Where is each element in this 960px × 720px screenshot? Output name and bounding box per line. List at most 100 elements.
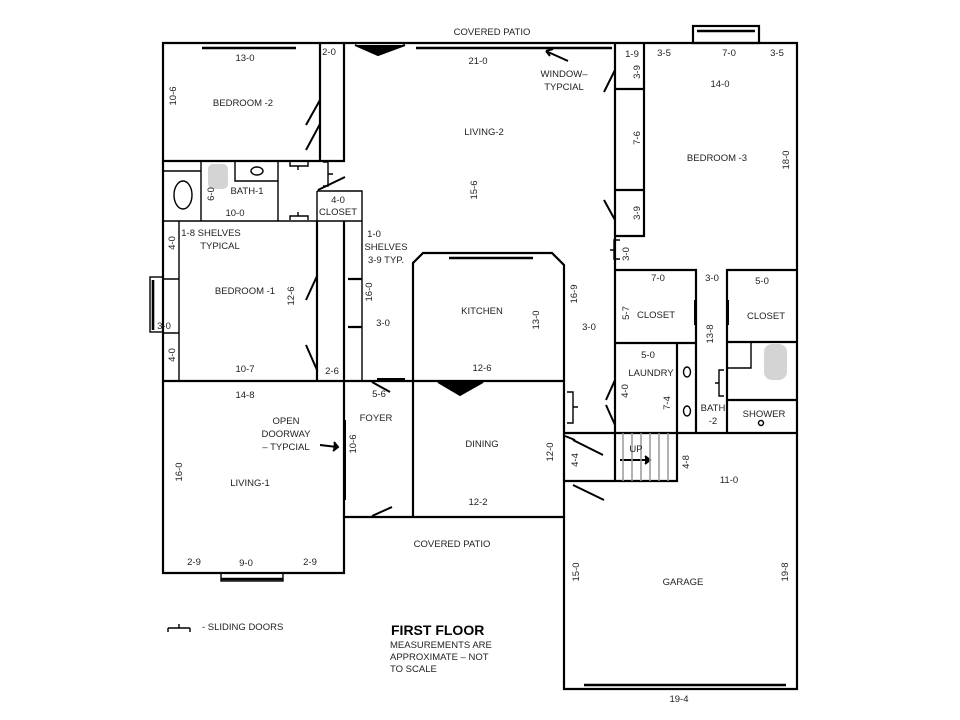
open-doorway-note: OPEN xyxy=(273,416,300,427)
dim: 18-0 xyxy=(781,150,792,169)
fixtures xyxy=(173,164,787,481)
room-garage: GARAGE xyxy=(663,577,704,588)
open-doorway-note-2: DOORWAY xyxy=(262,429,312,440)
dim: 5-0 xyxy=(755,276,769,287)
room-closet-b: CLOSET xyxy=(747,311,785,322)
room-dining: DINING xyxy=(465,439,498,450)
dim: 10-7 xyxy=(235,364,254,375)
sink-icon xyxy=(250,166,264,176)
dimensions-vertical: 10-6 15-6 3-9 7-6 3-9 3-0 18-0 6-0 4-0 4… xyxy=(167,65,792,581)
toilet-icon xyxy=(208,164,228,189)
room-living-1: LIVING-1 xyxy=(230,478,270,489)
dim: 10-6 xyxy=(168,86,179,105)
note-line-2: APPROXIMATE – NOT xyxy=(390,652,489,663)
dim: 3-0 xyxy=(582,322,596,333)
shower-drain-icon xyxy=(757,419,765,427)
dim: 13-0 xyxy=(235,53,254,64)
dim: 4-4 xyxy=(570,453,581,467)
dim: 6-0 xyxy=(206,187,217,201)
shelves-b-note: 1-0 xyxy=(367,229,381,240)
dim: 10-0 xyxy=(225,208,244,219)
room-kitchen: KITCHEN xyxy=(461,306,503,317)
dim: 3-0 xyxy=(376,318,390,329)
room-foyer: FOYER xyxy=(360,413,393,424)
room-bedroom-2: BEDROOM -2 xyxy=(213,98,273,109)
dim: 5-7 xyxy=(621,306,632,320)
dim: 3-9 xyxy=(632,206,643,220)
dryer-icon xyxy=(682,405,692,417)
room-bedroom-1: BEDROOM -1 xyxy=(215,286,275,297)
dim: 7-0 xyxy=(722,48,736,59)
room-shower: SHOWER xyxy=(743,409,786,420)
dim: 7-0 xyxy=(651,273,665,284)
dim: 4-0 xyxy=(167,236,178,250)
shelves-b-note-2: SHELVES xyxy=(364,242,407,253)
room-closet-a: CLOSET xyxy=(637,310,675,321)
stairs-up-label: UP xyxy=(629,444,642,455)
dim: 5-0 xyxy=(641,350,655,361)
dim: 11-0 xyxy=(720,475,738,486)
dim: 9-0 xyxy=(239,558,253,569)
dim: 21-0 xyxy=(468,56,487,67)
dim: 4-8 xyxy=(681,455,692,469)
dim: 3-0 xyxy=(157,321,171,332)
covered-patio-top: COVERED PATIO xyxy=(454,27,531,38)
dim: 3-5 xyxy=(770,48,784,59)
shelves-note-2: TYPICAL xyxy=(200,241,240,252)
room-bath-2-num: -2 xyxy=(709,416,717,427)
dim: 12-6 xyxy=(286,286,297,305)
dim: 13-0 xyxy=(531,310,542,329)
dim: 15-6 xyxy=(469,180,480,199)
window-note-2: TYPCIAL xyxy=(544,82,584,93)
doors xyxy=(167,44,729,632)
room-labels: COVERED PATIO COVERED PATIO BEDROOM -2 L… xyxy=(181,27,785,588)
dim: 7-6 xyxy=(632,131,643,145)
dim: 2-6 xyxy=(325,366,339,377)
dim: 19-4 xyxy=(669,694,688,705)
dim: 2-9 xyxy=(187,557,201,568)
room-living-2: LIVING-2 xyxy=(464,127,504,138)
dim: 3-0 xyxy=(705,273,719,284)
dim: 5-6 xyxy=(372,389,386,400)
dim: 10-6 xyxy=(348,434,359,453)
dim: 2-0 xyxy=(322,47,336,58)
room-bath-2: BATH xyxy=(701,403,726,414)
windows xyxy=(151,29,786,687)
window-note: WINDOW– xyxy=(541,69,589,80)
dim: 14-8 xyxy=(235,390,254,401)
dim: 16-0 xyxy=(364,282,375,301)
dim: 12-0 xyxy=(545,442,556,461)
dim: 3-9 xyxy=(632,65,643,79)
dim: 3-0 xyxy=(621,247,632,261)
dim: 15-0 xyxy=(571,562,582,581)
dim: 1-9 xyxy=(625,49,639,60)
dim: 14-0 xyxy=(710,79,729,90)
floor-title: FIRST FLOOR xyxy=(391,622,484,638)
dim: 4-0 xyxy=(331,195,345,206)
room-laundry: LAUNDRY xyxy=(628,368,674,379)
dim: 13-8 xyxy=(705,324,716,343)
dim: 16-9 xyxy=(569,284,580,303)
open-doorway-note-3: – TYPCIAL xyxy=(262,442,309,453)
dim: 19-8 xyxy=(780,562,791,581)
dim: 12-6 xyxy=(472,363,491,374)
toilet-icon-2 xyxy=(764,344,787,380)
shelves-note: 1-8 SHELVES xyxy=(181,228,241,239)
dimensions: 13-0 2-0 21-0 1-9 3-5 7-0 3-5 14-0 10-0 … xyxy=(157,47,784,705)
stairs[interactable] xyxy=(622,433,669,481)
tub-icon xyxy=(173,180,193,210)
dim: 16-0 xyxy=(174,462,185,481)
dim: 3-5 xyxy=(657,48,671,59)
washer-icon xyxy=(682,366,692,378)
room-bath-1: BATH-1 xyxy=(230,186,263,197)
shelves-b-note-3: 3-9 TYP. xyxy=(368,255,404,266)
dim: 4-0 xyxy=(620,384,631,398)
dim: 4-0 xyxy=(167,348,178,362)
room-closet-4-0: CLOSET xyxy=(319,207,357,218)
dim: 7-4 xyxy=(662,396,673,410)
dim: 12-2 xyxy=(468,497,487,508)
covered-patio-bottom: COVERED PATIO xyxy=(414,539,491,550)
note-line-3: TO SCALE xyxy=(390,664,437,675)
dim: 2-9 xyxy=(303,557,317,568)
